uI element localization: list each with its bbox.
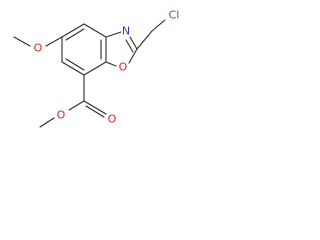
bond-o1-c7a (105, 61, 117, 67)
atom-o-carbonyl: O (108, 113, 117, 126)
bond-ccarbonyl-o-double-1 (83, 100, 107, 115)
bond-c7-c6-double (65, 58, 85, 71)
bond-n-c2-double (125, 39, 134, 53)
atom-labels: O N O Cl O O (34, 9, 180, 126)
bond-ch2-cl (151, 19, 166, 32)
bond-c4-c3a (83, 23, 107, 38)
chemical-structure: O N O Cl O O (13, 9, 180, 128)
bond-ccarbonyl-o-double-2 (85, 105, 105, 118)
bond-c5-c4-double (65, 28, 85, 41)
atom-n: N (122, 25, 130, 38)
bond-c3a-n (105, 31, 122, 38)
bond-ccarbonyl-oester (68, 100, 85, 111)
bond-c2-ch2 (136, 30, 153, 50)
atom-o-ring: O (119, 61, 128, 74)
atom-o-ester: O (57, 109, 66, 122)
bond-oester-methyl (39, 117, 55, 128)
atom-o-methoxy: O (34, 42, 43, 55)
bond-o-c5 (45, 36, 63, 47)
bond-c5-c4 (61, 23, 85, 38)
bond-c2-o1 (128, 48, 138, 64)
bond-c7-c6 (61, 61, 85, 76)
atom-cl: Cl (169, 9, 180, 22)
bond-n-c2 (129, 36, 138, 50)
bonds (13, 19, 166, 128)
bond-methyl-o (13, 36, 31, 47)
bond-c7a-c7 (83, 61, 107, 76)
